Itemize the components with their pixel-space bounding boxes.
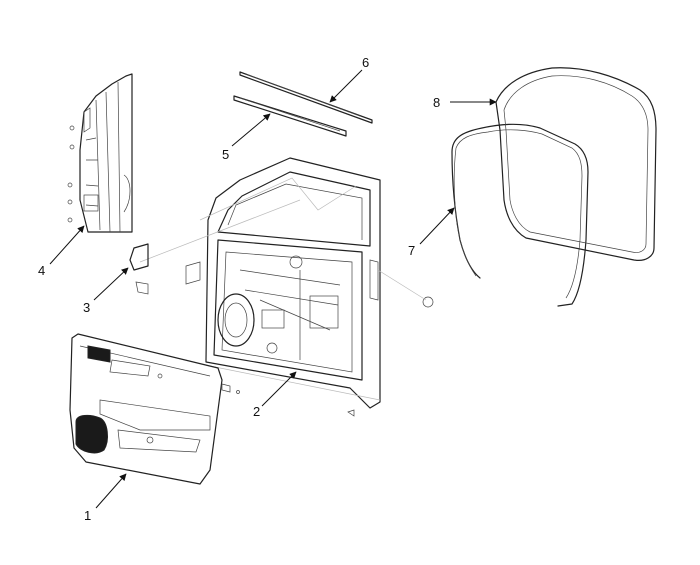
- callout-4-leader: [49, 225, 85, 265]
- callout-5-leader: [231, 113, 271, 147]
- door-trim-upper-speaker-grille: [87, 345, 111, 363]
- door-trim-panel: [69, 333, 240, 485]
- outer-beltline-weatherstrip: [239, 71, 373, 124]
- callout-2-label: 2: [253, 404, 260, 419]
- body-side-weatherstrip: [495, 67, 657, 261]
- callout-4-label: 4: [38, 263, 45, 278]
- callout-8-label: 8: [433, 95, 440, 110]
- callout-labels: 1 2 3 4 5 6 7 8: [38, 55, 440, 523]
- inner-beltline-weatherstrip: [233, 95, 347, 137]
- callout-1-label: 1: [84, 508, 91, 523]
- front-door-assembly: [139, 157, 434, 417]
- callout-7-label: 7: [408, 243, 415, 258]
- callout-6-label: 6: [362, 55, 369, 70]
- callout-3-leader: [93, 267, 129, 301]
- callout-1-leader: [95, 473, 127, 509]
- callout-5-label: 5: [222, 147, 229, 162]
- door-weatherstrip: [451, 123, 589, 307]
- callout-7-leader: [419, 207, 455, 245]
- door-trim-lower-speaker-grille: [75, 414, 108, 454]
- body-pillar-part: [67, 73, 133, 233]
- callout-3-label: 3: [83, 300, 90, 315]
- callout-6-leader: [329, 69, 363, 103]
- leader-lines: [49, 69, 497, 509]
- callout-2-leader: [261, 371, 297, 407]
- mirror-cover-part: [129, 243, 149, 295]
